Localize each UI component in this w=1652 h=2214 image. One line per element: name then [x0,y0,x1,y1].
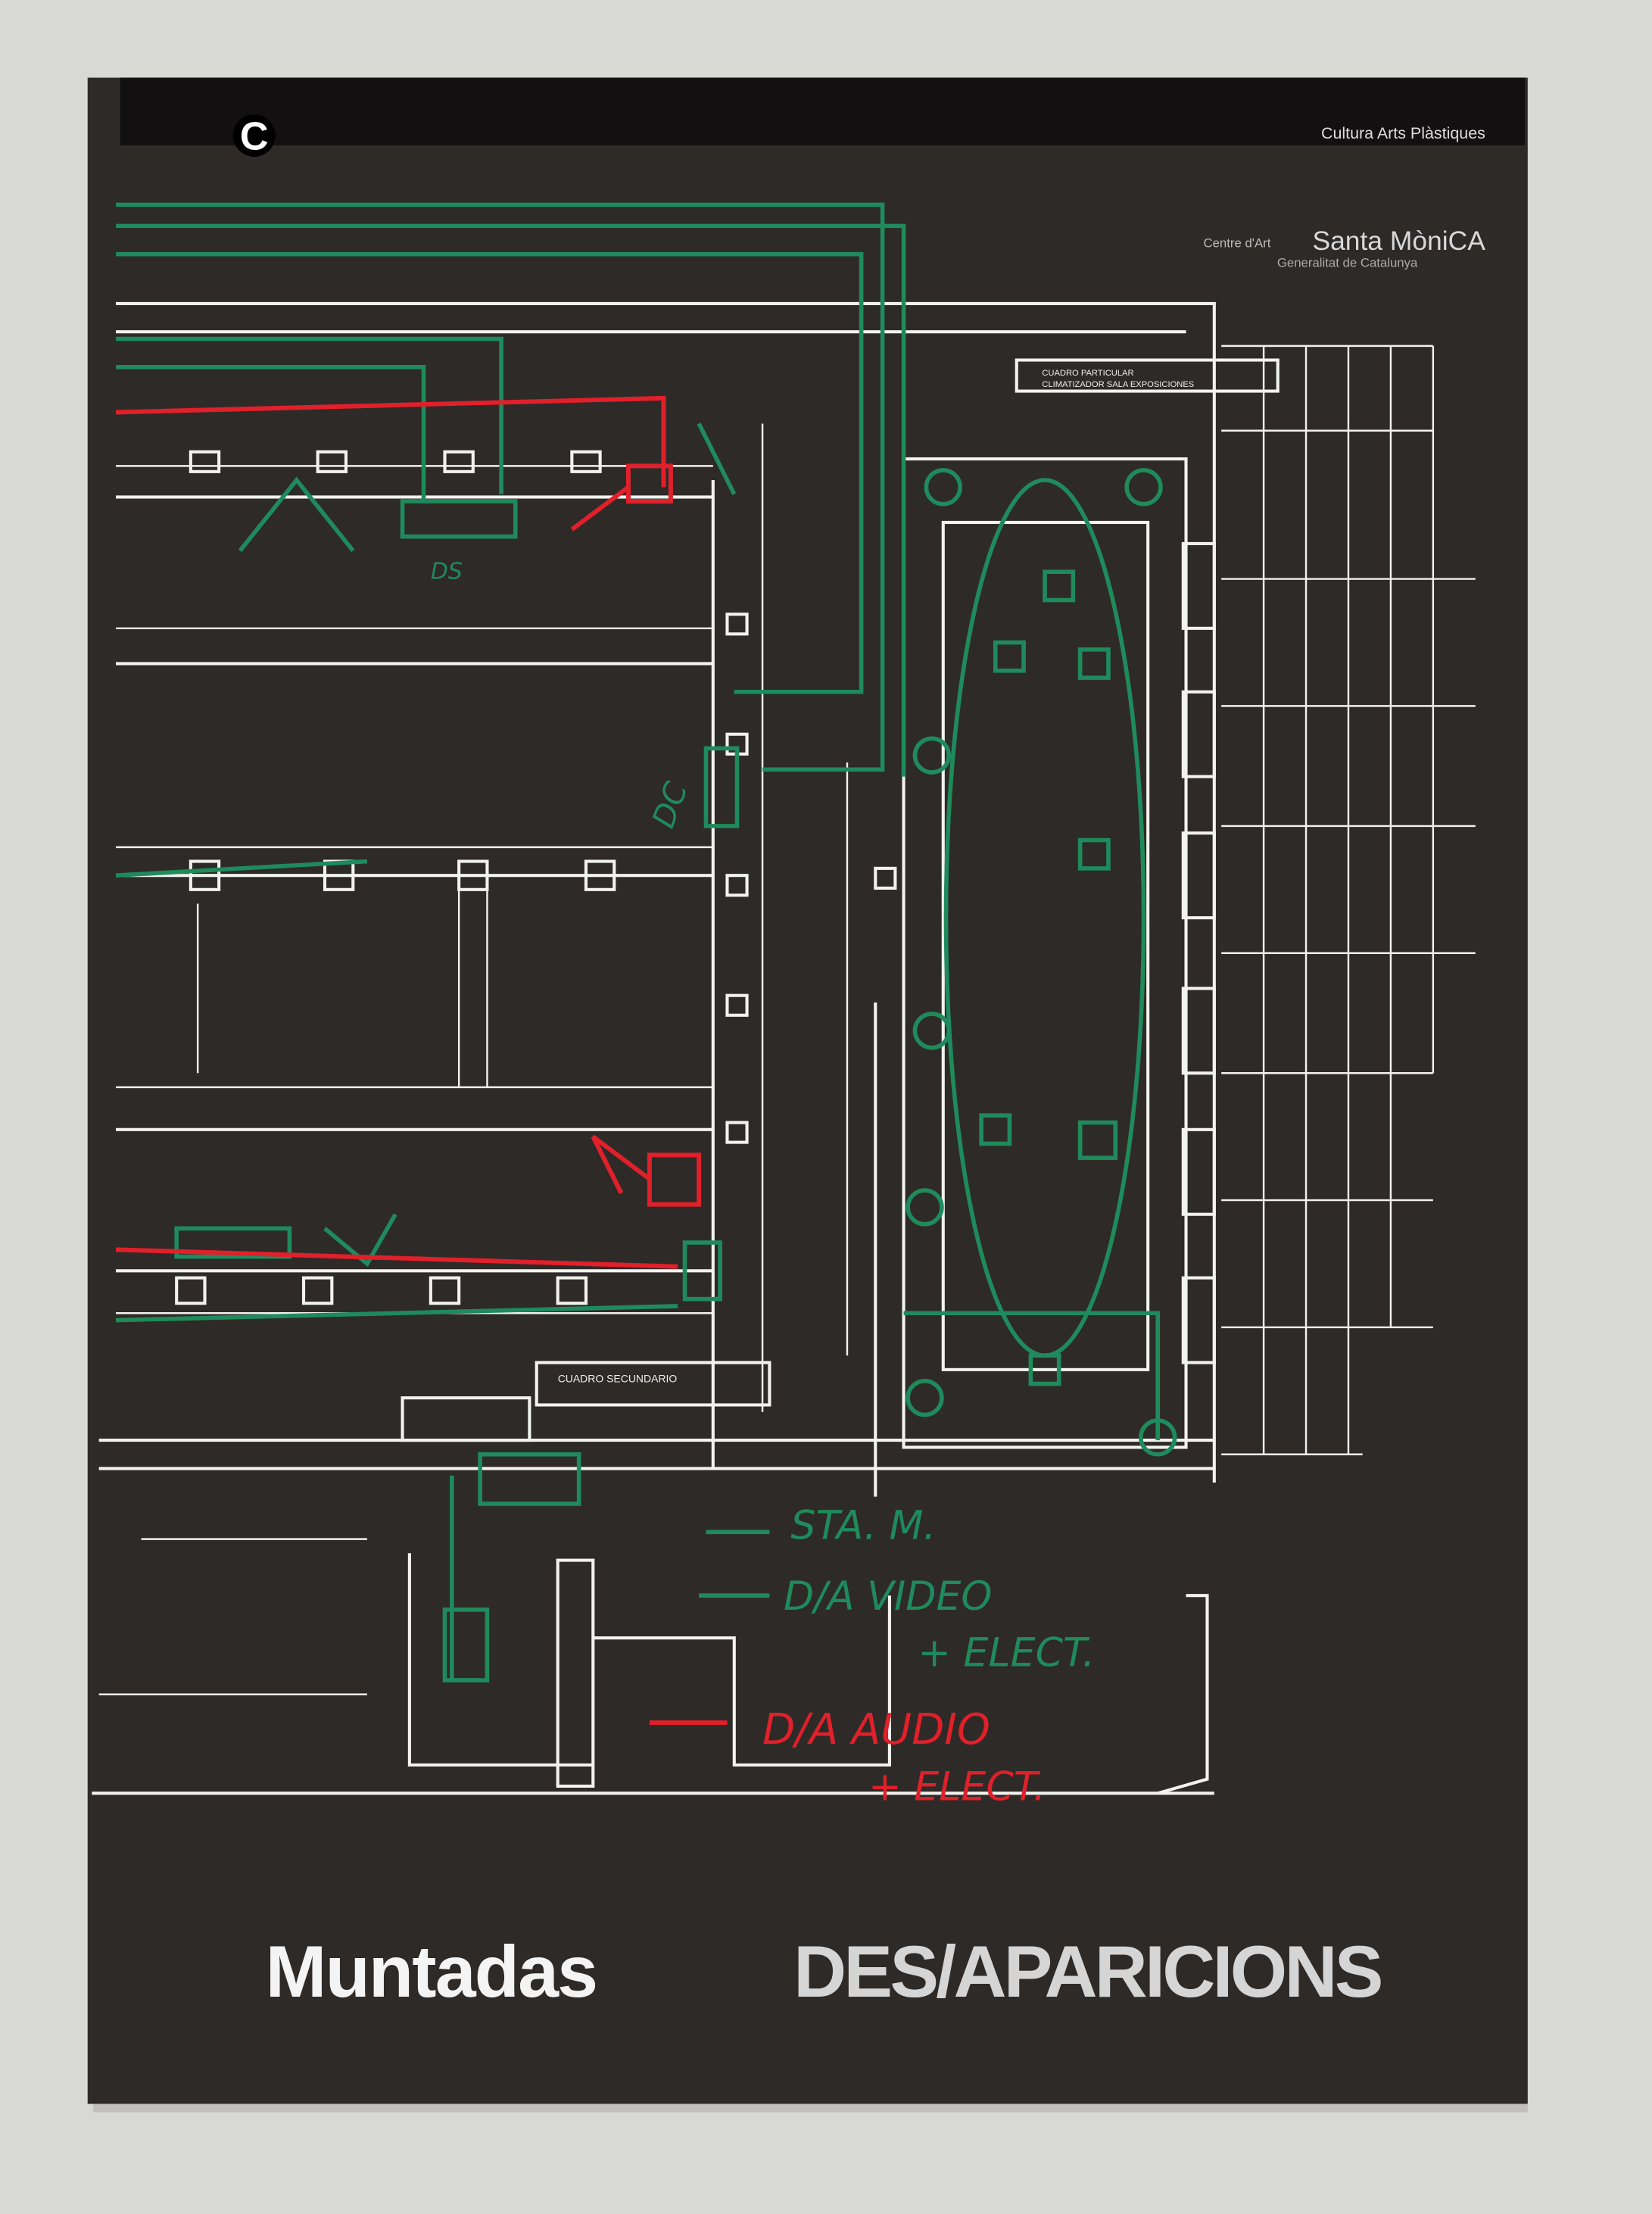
note-ds: DS [431,559,463,585]
author-name: Muntadas [266,1930,597,2013]
drawing-label-cuadro-particular: CUADRO PARTICULAR [1042,369,1133,378]
note-video: D/A VIDEO [784,1574,992,1620]
drawing-label-cuadro-secundario: CUADRO SECUNDARIO [558,1373,678,1385]
publisher-prefix: Centre d'Art [1203,235,1270,250]
top-band [120,77,1526,146]
note-audio: D/A AUDIO [762,1705,990,1754]
series-label: Cultura Arts Plàstiques [1321,124,1485,142]
book-cover [87,77,1528,2104]
note-audio-elect: + ELECT. [868,1765,1046,1810]
book-title: DES/APARICIONS [793,1930,1381,2013]
logo-letter: C [240,115,269,159]
publisher-sub: Generalitat de Catalunya [1277,255,1418,270]
note-video-elect: + ELECT. [918,1630,1095,1676]
note-sta-m: STA. M. [790,1504,936,1549]
electrical-plan-drawing: CUADRO PARTICULAR CLIMATIZADOR SALA EXPO… [92,202,1476,1810]
publisher-name: Santa MòniCA [1312,226,1485,256]
drawing-label-climatizador: CLIMATIZADOR SALA EXPOSICIONES [1042,380,1194,389]
logo-c: C [232,114,276,159]
